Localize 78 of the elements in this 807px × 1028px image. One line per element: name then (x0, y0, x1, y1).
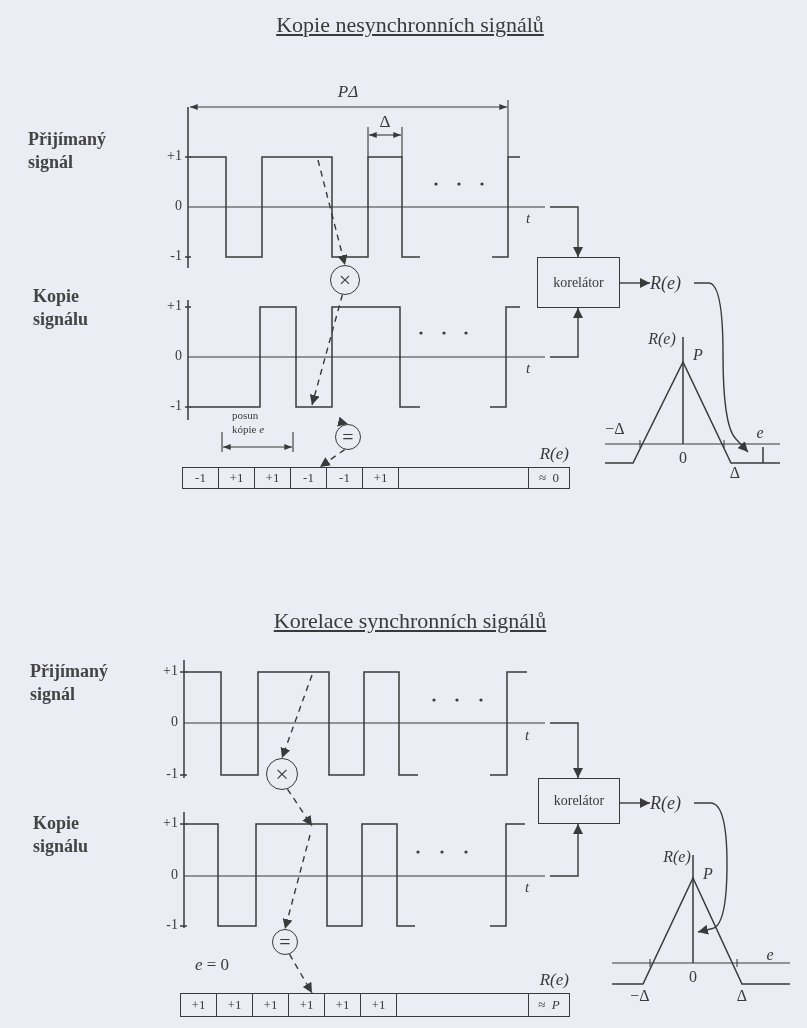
arrow (549, 823, 583, 877)
table-cell: +1 (252, 994, 288, 1016)
table-cell: +1 (218, 468, 254, 488)
signal-label: Kopie signálu (33, 285, 90, 330)
table-cell: ≈ P (528, 994, 569, 1016)
table-label: R(e) (539, 444, 569, 464)
tick-label: 0 (175, 348, 182, 365)
table-cell-text: -1 (194, 469, 207, 487)
axis-label: t (524, 879, 530, 897)
tick-label: -1 (170, 248, 182, 265)
dimension-label: posun kópie e (232, 408, 266, 437)
dashed-arrow (282, 834, 311, 930)
axis-label: PΔ (337, 82, 359, 102)
table-cell: +1 (362, 468, 398, 488)
table-cell: -1 (326, 468, 362, 488)
tick-label: +1 (167, 298, 182, 315)
axis-label: −Δ (605, 420, 625, 438)
axis-label: 0 (689, 968, 697, 986)
table-label: R(e) (539, 970, 569, 990)
axis-label: t (524, 727, 530, 745)
tick-label: +1 (163, 663, 178, 680)
arrow (549, 722, 583, 779)
section-heading: Kopie nesynchronních signálů (276, 12, 544, 38)
dashed-arrow (286, 788, 313, 827)
tick-label: -1 (166, 766, 178, 783)
arrow (549, 206, 583, 258)
table-cell: +1 (360, 994, 396, 1016)
axis-label: 0 (679, 449, 687, 467)
operator-circle: = (335, 424, 361, 450)
axis-label: P (693, 346, 703, 364)
dashed-arrow (280, 674, 313, 759)
axis-label: R(e) (663, 848, 691, 866)
dashed-arrow (288, 953, 313, 994)
section-heading: Korelace synchronních signálů (273, 608, 547, 634)
axis-label: Δ (736, 987, 748, 1005)
correlator-box: korelátor (537, 257, 620, 308)
axis-label: −Δ (630, 987, 650, 1005)
axis-label: t (525, 360, 531, 378)
table-cell: +1 (216, 994, 252, 1016)
axis-label: P (703, 865, 713, 883)
tick-label: -1 (166, 917, 178, 934)
signal-label: Kopie signálu (33, 812, 90, 857)
signal-label: Přijímaný signál (28, 128, 107, 173)
operator-circle: × (330, 265, 360, 295)
dashed-arrow (319, 448, 346, 468)
tick-label: -1 (170, 398, 182, 415)
arrow (619, 278, 651, 288)
table-cell: +1 (254, 468, 290, 488)
tick-label: 0 (171, 867, 178, 884)
tick-label: 0 (175, 198, 182, 215)
table-cell-text: +1 (190, 996, 207, 1014)
axis-label: e = 0 (194, 955, 230, 975)
axis-label: Δ (379, 112, 391, 132)
axis-label: e (756, 424, 764, 442)
tick-label: +1 (167, 148, 182, 165)
axis-label: e (766, 946, 774, 964)
dashed-arrow (337, 416, 349, 427)
table-cell: ≈ 0 (528, 468, 569, 488)
arrow (549, 307, 583, 358)
arrow (693, 282, 749, 453)
axis-label: Δ (729, 464, 741, 482)
table-cell: +1 (324, 994, 360, 1016)
dashed-arrow (317, 159, 348, 266)
axis-label: R(e) (648, 330, 676, 348)
arrow (693, 802, 728, 935)
tick-label: 0 (171, 714, 178, 731)
output-label: R(e) (650, 270, 694, 296)
arrow (619, 798, 651, 808)
signal-label: Přijímaný signál (30, 660, 109, 705)
operator-circle: × (266, 758, 298, 790)
table-cell: +1 (288, 994, 324, 1016)
correlator-box: korelátor (538, 778, 620, 824)
dashed-arrow (309, 294, 344, 406)
axis-label: t (525, 210, 531, 228)
output-label: R(e) (650, 790, 694, 816)
tick-label: +1 (163, 815, 178, 832)
operator-circle: = (272, 929, 298, 955)
table-cell: -1 (290, 468, 326, 488)
